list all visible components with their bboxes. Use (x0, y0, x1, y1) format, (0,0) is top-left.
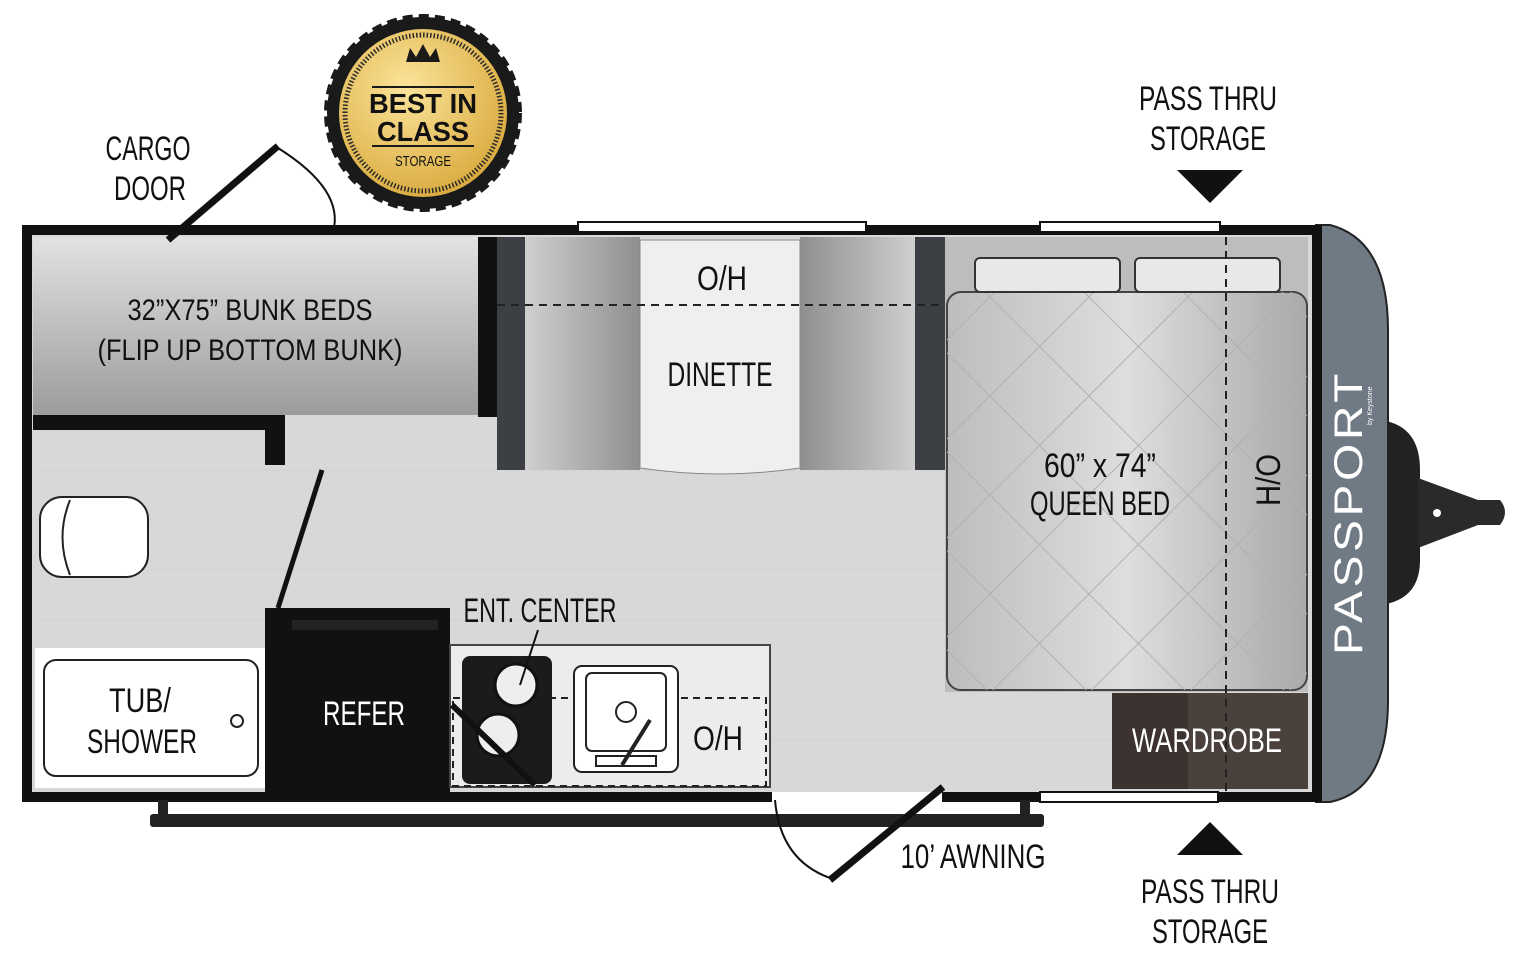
bunk-beds (33, 237, 478, 415)
badge-line-1: BEST IN (369, 88, 477, 119)
floor (35, 469, 1110, 741)
wardrobe-panel (1188, 693, 1308, 789)
bed-size-label: 60” x 74” (1044, 447, 1156, 485)
ent-center-label: ENT. CENTER (464, 592, 617, 630)
toilet-icon (39, 496, 149, 578)
queen-bed (945, 237, 1308, 692)
tub-label-2: SHOWER (87, 723, 197, 761)
pass-thru-bottom-2: STORAGE (1152, 913, 1268, 951)
pass-thru-bottom-1: PASS THRU (1141, 873, 1279, 911)
best-in-class-badge: BEST IN CLASS STORAGE (324, 14, 522, 212)
refrigerator (265, 608, 450, 792)
tub-shower (35, 648, 267, 788)
bathroom-door[interactable] (275, 469, 325, 609)
window (1039, 791, 1219, 803)
drain-icon (230, 714, 244, 728)
brand-name: PASSPORT (1327, 370, 1371, 655)
stove-icon (449, 656, 552, 788)
sink-icon (573, 665, 679, 773)
hitch-icon (1380, 420, 1505, 605)
crown-icon (406, 44, 440, 62)
bathroom-walls (33, 415, 285, 465)
bed-label: QUEEN BED (1030, 485, 1170, 523)
pass-thru-top-2: STORAGE (1150, 120, 1266, 158)
wardrobe-label: WARDROBE (1132, 722, 1282, 760)
ent-center-pointer (519, 629, 539, 686)
brand-sub: by Keystone (1367, 386, 1374, 425)
bunk-label-2: (FLIP UP BOTTOM BUNK) (98, 334, 403, 367)
bunk-label-1: 32”X75” BUNK BEDS (128, 294, 373, 327)
entry-door-opening (772, 792, 942, 802)
awning-label: 10’ AWNING (901, 838, 1046, 876)
cargo-door-label-2: DOOR (114, 170, 186, 208)
bunk-divider (478, 237, 498, 417)
pillow (974, 257, 1121, 293)
cargo-door[interactable] (165, 143, 336, 243)
kitchen-oh-label: O/H (693, 720, 743, 758)
dinette-oh-label: O/H (697, 260, 747, 298)
pass-thru-top-1: PASS THRU (1139, 80, 1277, 118)
arrow-up-icon (1177, 822, 1243, 855)
badge-line-2: CLASS (377, 116, 469, 147)
dinette (497, 237, 945, 475)
refer-label: REFER (323, 695, 405, 733)
badge-line-3: STORAGE (395, 153, 451, 170)
window (1039, 221, 1221, 233)
tub-label-1: TUB/ (109, 682, 171, 720)
cargo-door-label-1: CARGO (106, 130, 191, 168)
pillow (1134, 257, 1281, 293)
dinette-label: DINETTE (668, 356, 773, 394)
front-cap (1315, 224, 1389, 803)
bed-oh-label: H/O (1250, 454, 1288, 506)
window (577, 221, 867, 233)
entry-door[interactable] (774, 784, 946, 883)
arrow-down-icon (1177, 170, 1243, 203)
awning (150, 814, 1044, 827)
